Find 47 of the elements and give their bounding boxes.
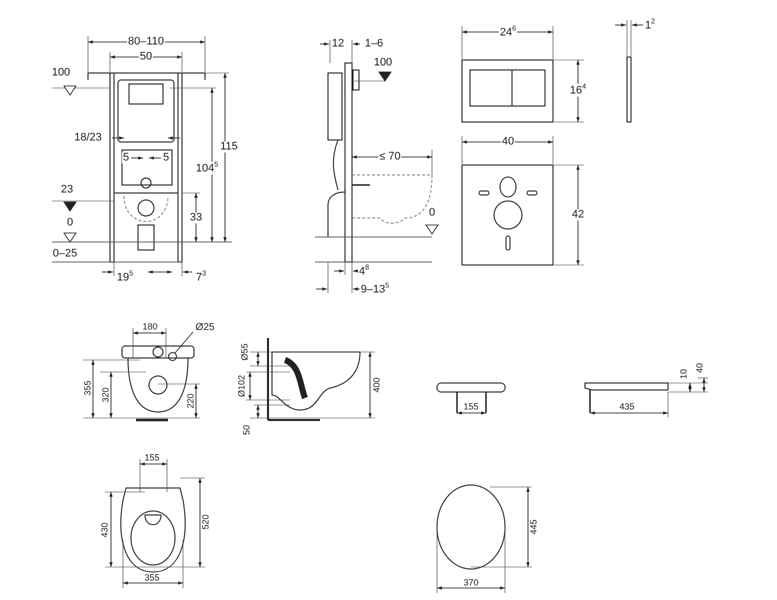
dimension-label: 520 — [202, 513, 210, 531]
dimension-label: 0 — [428, 208, 436, 218]
leader-line — [174, 332, 194, 354]
dimension-label: 80–110 — [127, 36, 165, 48]
dimension-label: 24$^{6}$ — [498, 26, 518, 38]
dimension-label: 220 — [186, 392, 196, 410]
dimension-label: 16$^{4}$ — [568, 84, 588, 96]
dimension-label: 5 — [122, 152, 130, 164]
dimension-label: 19$^{5}$ — [116, 270, 134, 284]
dimension-label: ≤ 70 — [378, 152, 402, 162]
dimension-label: 115 — [219, 142, 239, 152]
dimension-label: 42 — [570, 210, 586, 220]
dimension-label: 100 — [372, 58, 394, 68]
dimension-label: 104$^{5}$ — [194, 162, 220, 174]
dimension-label: 50 — [138, 52, 154, 62]
dimension-label: 320 — [102, 386, 110, 404]
dimension-label: 40 — [696, 362, 704, 374]
dimension-label: Ø102 — [238, 374, 246, 398]
dimension-label: 18/23 — [73, 132, 103, 144]
dimension-label: 100 — [50, 68, 72, 78]
dimension-label: 430 — [100, 521, 110, 539]
fixing-hole — [168, 352, 177, 361]
dimension-label: 0–25 — [52, 248, 78, 260]
dimension-label: 7$^{3}$ — [194, 270, 208, 284]
dimension-label: 355 — [143, 574, 161, 582]
dimension-label: 50 — [242, 424, 252, 436]
dimension-label: 400 — [372, 376, 382, 394]
dimension-label: 5 — [162, 152, 170, 164]
dimension-label: 435 — [618, 402, 636, 412]
dimension-label: 370 — [462, 578, 480, 588]
dimension-label: 0 — [66, 218, 74, 228]
dimension-label: 33 — [188, 212, 204, 224]
dimension-label: 23 — [60, 184, 74, 196]
dimension-label: 4$^{8}$ — [358, 264, 370, 278]
dimension-label: 155 — [143, 454, 161, 462]
dimension-label: 155 — [462, 402, 480, 412]
dimension-label: 355 — [84, 379, 92, 397]
dimension-label: Ø55 — [240, 342, 250, 362]
dimension-label: 12 — [330, 38, 346, 50]
dimension-label: 40 — [500, 136, 516, 148]
dimension-label: 445 — [530, 518, 538, 536]
dimension-label: Ø25 — [194, 323, 216, 333]
dimension-label: 180 — [141, 322, 159, 332]
dimension-label: 1–6 — [364, 38, 384, 50]
dimension-label: 1$^{2}$ — [644, 18, 656, 32]
dimension-label: 9–13$^{5}$ — [360, 282, 390, 296]
dimension-label: 10 — [680, 368, 688, 380]
